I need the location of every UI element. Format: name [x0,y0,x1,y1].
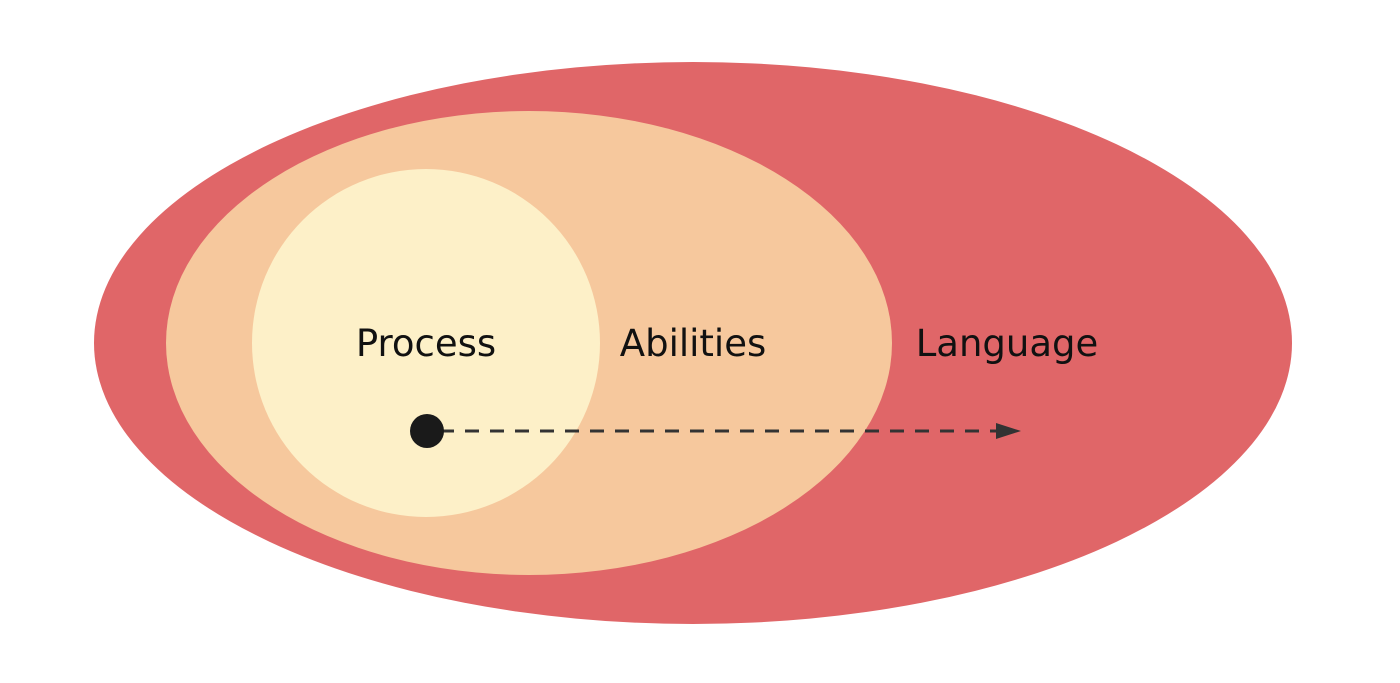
start-dot-icon [410,414,444,448]
label-abilities: Abilities [620,322,766,365]
label-process: Process [356,322,496,365]
inner-circle-process [252,169,600,517]
arrow-head-icon [996,423,1021,439]
label-language: Language [916,322,1099,365]
